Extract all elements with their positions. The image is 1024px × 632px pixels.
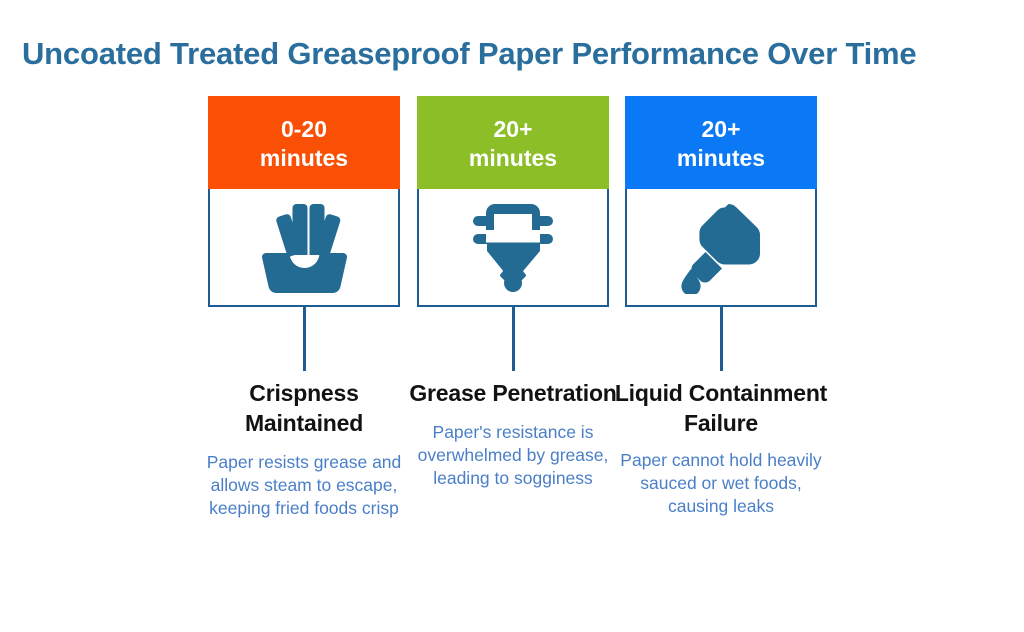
stage-time-header: 0-20 minutes bbox=[208, 96, 400, 189]
stage-icon-area bbox=[627, 189, 815, 305]
stage-connector-line bbox=[512, 307, 515, 371]
stage-card: 0-20 minutes bbox=[208, 96, 400, 307]
soaked-container-drip-icon bbox=[465, 200, 561, 294]
stage-icon-area bbox=[210, 189, 398, 305]
stage-time-line2: minutes bbox=[259, 144, 349, 171]
stage-time-line1: 20+ bbox=[493, 115, 533, 142]
stage-column-grease-penetration: 20+ minutes Grease Pen bbox=[409, 96, 617, 488]
stage-label-block: Liquid Containment Failure Paper cannot … bbox=[611, 378, 831, 518]
stages-container: 0-20 minutes bbox=[0, 96, 1024, 616]
stage-connector-line bbox=[303, 307, 306, 371]
stage-icon-area bbox=[419, 189, 607, 305]
stage-time-header: 20+ minutes bbox=[625, 96, 817, 189]
stage-label-block: Grease Penetration Paper's resistance is… bbox=[403, 378, 623, 490]
stage-heading: Liquid Containment Failure bbox=[614, 380, 828, 436]
page-title: Uncoated Treated Greaseproof Paper Perfo… bbox=[22, 36, 917, 71]
stage-card: 20+ minutes bbox=[625, 96, 817, 307]
stage-time-header: 20+ minutes bbox=[417, 96, 609, 189]
stage-description: Paper's resistance is overwhelmed by gre… bbox=[417, 422, 609, 488]
stage-time-line2: minutes bbox=[676, 144, 766, 171]
stage-heading: Grease Penetration bbox=[409, 380, 617, 406]
stage-description: Paper resists grease and allows steam to… bbox=[206, 452, 402, 518]
stage-column-crispness-maintained: 0-20 minutes bbox=[207, 96, 401, 518]
sauce-bottle-drip-icon bbox=[676, 200, 766, 294]
stage-column-liquid-containment-failure: 20+ minutes Liquid Containment Failur bbox=[615, 96, 827, 516]
stage-connector-line bbox=[720, 307, 723, 371]
stage-card: 20+ minutes bbox=[417, 96, 609, 307]
stage-heading: Crispness Maintained bbox=[244, 380, 364, 436]
stage-time-line2: minutes bbox=[468, 144, 558, 171]
stage-label-block: Crispness Maintained Paper resists greas… bbox=[194, 378, 414, 520]
french-fries-icon bbox=[261, 201, 347, 293]
stage-time-line1: 0-20 bbox=[280, 115, 328, 142]
stage-time-line1: 20+ bbox=[701, 115, 741, 142]
stage-description: Paper cannot hold heavily sauced or wet … bbox=[620, 450, 822, 516]
